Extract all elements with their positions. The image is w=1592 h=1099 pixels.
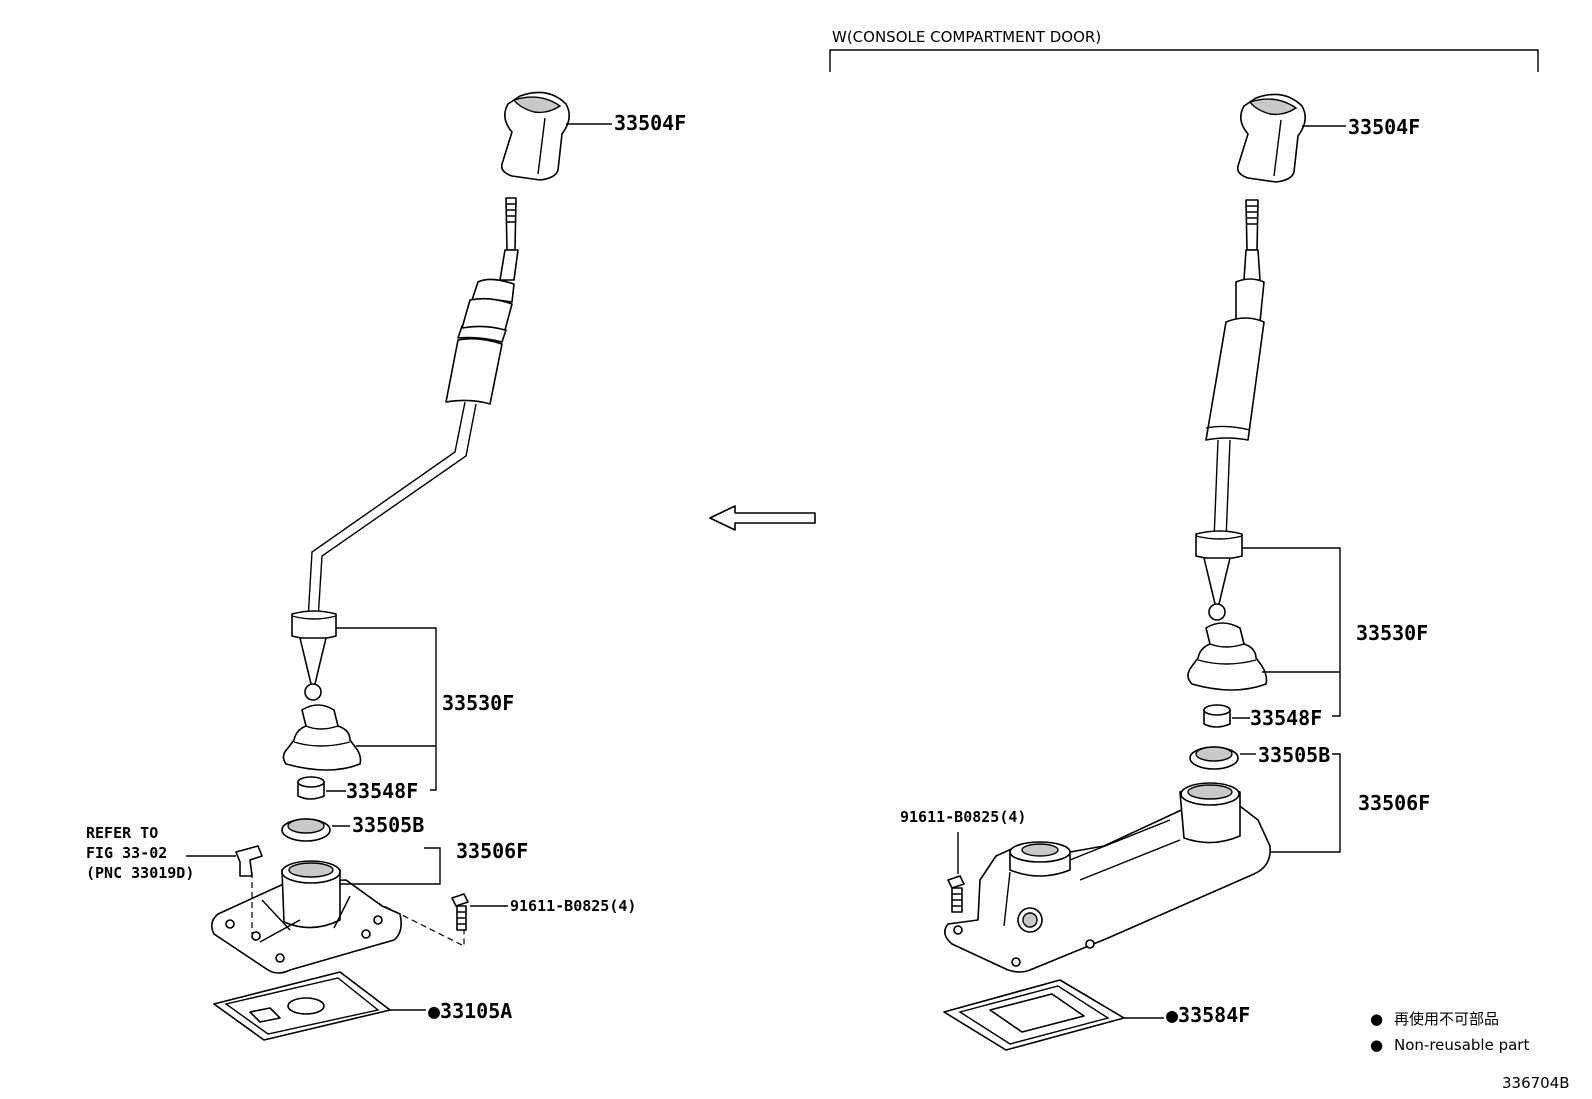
legend-bullet-2: ● <box>1370 1036 1383 1054</box>
gasket-left <box>213 971 426 1041</box>
refer-to-line1: REFER TO <box>86 824 158 842</box>
label-knob-right: 33504F <box>1348 115 1420 139</box>
legend-bullet-1: ● <box>1370 1010 1383 1028</box>
refer-to-line2: FIG 33-02 <box>86 844 167 862</box>
legend-text-2: Non-reusable part <box>1394 1036 1529 1054</box>
shift-lever-right <box>1195 199 1341 717</box>
gasket-right <box>943 979 1164 1051</box>
direction-arrow-icon <box>709 505 816 531</box>
label-retainer-left: 33506F <box>456 839 528 863</box>
label-bushing-right: 33548F <box>1250 706 1322 730</box>
variant-bracket <box>829 49 1539 72</box>
shift-lever-seat-left <box>281 818 350 842</box>
bolt-left <box>451 893 508 931</box>
connector-left <box>186 845 263 877</box>
label-knob-left: 33504F <box>614 111 686 135</box>
label-gasket-right: ●33584F <box>1166 1003 1250 1027</box>
bushing-left <box>297 776 346 800</box>
shift-lever-left <box>291 197 519 791</box>
shift-boot-right <box>1187 622 1340 691</box>
shift-lever-retainer-left <box>210 847 465 974</box>
shift-knob-right <box>1236 93 1346 183</box>
label-seat-right: 33505B <box>1258 743 1330 767</box>
label-gasket-left: ●33105A <box>428 999 512 1023</box>
refer-to-line3: (PNC 33019D) <box>86 864 194 882</box>
left-assembly <box>186 91 612 1041</box>
label-bolt-right: 91611-B0825(4) <box>900 808 1026 826</box>
bushing-right <box>1203 704 1250 728</box>
label-bolt-left: 91611-B0825(4) <box>510 897 636 915</box>
shift-lever-seat-right <box>1189 746 1256 770</box>
variant-label: W(CONSOLE COMPARTMENT DOOR) <box>832 28 1101 46</box>
bolt-right <box>947 832 965 913</box>
label-retainer-right: 33506F <box>1358 791 1430 815</box>
figure-number: 336704B <box>1502 1074 1570 1092</box>
shift-knob-left <box>500 91 612 181</box>
label-bushing-left: 33548F <box>346 779 418 803</box>
shift-boot-left <box>282 704 436 771</box>
label-lever-assy-left: 33530F <box>442 691 514 715</box>
label-seat-left: 33505B <box>352 813 424 837</box>
shift-lever-retainer-right <box>944 753 1341 973</box>
legend-text-1: 再使用不可部品 <box>1394 1010 1499 1028</box>
right-assembly <box>943 93 1346 1051</box>
label-lever-assy-right: 33530F <box>1356 621 1428 645</box>
